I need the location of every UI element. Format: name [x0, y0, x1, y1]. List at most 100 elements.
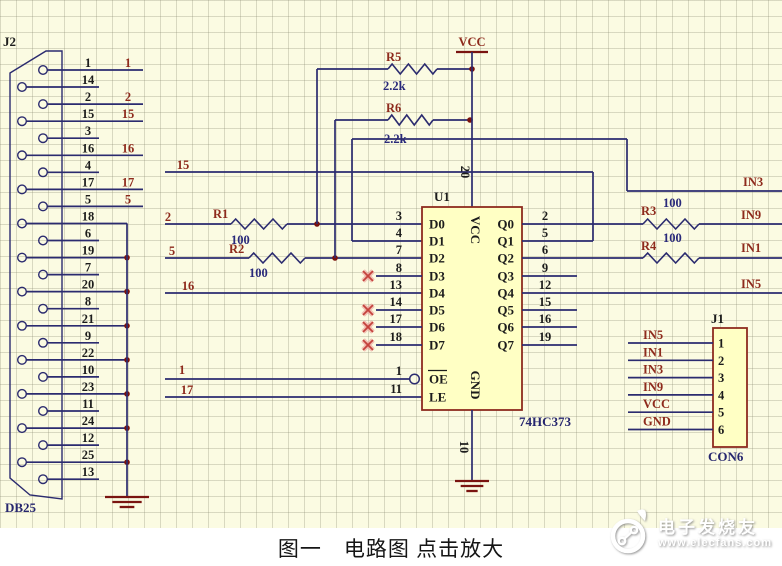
db25-pin-number: 12 — [82, 431, 95, 445]
db25-pin-circle — [38, 64, 49, 75]
j1-pin-number: 4 — [718, 388, 725, 402]
db25-pin-number: 17 — [82, 175, 95, 189]
db25-pin-circle — [38, 337, 49, 348]
db25-designator: J2 — [3, 34, 16, 49]
db25-net-label: 15 — [122, 107, 135, 121]
db25-net-label: 1 — [125, 56, 131, 70]
net-label: 2 — [165, 210, 171, 224]
u1-pin-number: 8 — [396, 261, 402, 275]
db25-pin-circle — [17, 116, 28, 127]
j1-part-label: CON6 — [708, 449, 744, 464]
no-connect-x-icon — [362, 270, 374, 282]
db25-pin-number: 19 — [82, 244, 95, 258]
u1-pin-number: 18 — [390, 330, 403, 344]
u1-pin-name: Q0 — [497, 217, 514, 232]
u1-pin-number: 17 — [390, 312, 403, 326]
db25-pin-circle — [38, 474, 49, 485]
u1-pin-name: Q7 — [497, 338, 514, 353]
db25-pin-number: 25 — [82, 448, 95, 462]
u1-vcc-rail-name: VCC — [468, 216, 483, 244]
net-label: 16 — [182, 279, 195, 293]
db25-pin-circle — [38, 235, 49, 246]
db25-outline — [9, 50, 63, 500]
resistor-ref: R4 — [641, 239, 657, 253]
db25-pin-number: 14 — [82, 73, 95, 87]
resistor-body — [387, 62, 438, 76]
db25-pin-circle — [17, 388, 28, 399]
u1-pin-name: D2 — [429, 251, 445, 266]
j1-pin-number: 3 — [718, 371, 724, 385]
resistor-body — [248, 251, 306, 265]
u1-pin-name: D1 — [429, 234, 445, 249]
db25-pin-number: 6 — [85, 227, 91, 241]
db25-pin-circle — [38, 440, 49, 451]
j1-pin-number: 1 — [718, 337, 724, 351]
resistor-ref: R2 — [229, 242, 244, 256]
u1-pin-number: 7 — [396, 243, 402, 257]
db25-pin-circle — [17, 252, 28, 263]
db25-pin-circle — [38, 133, 49, 144]
u1-pin-name: Q6 — [497, 320, 514, 335]
no-connect-x-icon — [362, 339, 374, 351]
u1-pin-name: D4 — [429, 286, 445, 301]
j1-designator: J1 — [711, 311, 724, 326]
u1-chip-body — [421, 206, 523, 411]
db25-pin-circle — [17, 150, 28, 161]
resistor-ref: R1 — [213, 207, 228, 221]
u1-pin20-number: 20 — [458, 166, 472, 179]
u1-pin-name: Q4 — [497, 286, 514, 301]
resistor-body — [642, 251, 700, 265]
u1-pin-number: 15 — [539, 295, 552, 309]
net-label: 5 — [169, 244, 175, 258]
u1-pin-name: D6 — [429, 320, 445, 335]
u1-pin-name: OE — [429, 372, 448, 387]
db25-pin-circle — [38, 371, 49, 382]
db25-pin-circle — [17, 286, 28, 297]
db25-part-label: DB25 — [5, 500, 37, 515]
j1-pin-number: 2 — [718, 354, 724, 368]
db25-pin-number: 10 — [82, 363, 95, 377]
u1-pin-number: 6 — [542, 243, 548, 257]
db25-pin-number: 24 — [82, 414, 95, 428]
db25-pin-number: 8 — [85, 295, 91, 309]
db25-pin-circle — [38, 269, 49, 280]
db25-pin-circle — [17, 457, 28, 468]
db25-pin-circle — [17, 320, 28, 331]
u1-pin-name: Q1 — [497, 234, 514, 249]
resistor-value: 100 — [249, 266, 268, 280]
db25-pin-number: 1 — [85, 56, 91, 70]
j1-net-label: VCC — [643, 397, 670, 411]
u1-pin-number: 2 — [542, 209, 548, 223]
db25-pin-number: 20 — [82, 278, 95, 292]
no-connect-x-icon — [362, 321, 374, 333]
net-label: 17 — [181, 383, 194, 397]
db25-pin-circle — [38, 201, 49, 212]
figure-caption: 图一 电路图 点击放大 — [277, 537, 505, 561]
u1-pin-name: LE — [429, 390, 446, 405]
resistor-body — [642, 217, 700, 231]
j1-pin-number: 5 — [718, 406, 724, 420]
u1-pin-name: D0 — [429, 217, 445, 232]
u1-pin-number: 19 — [539, 330, 552, 344]
resistor-ref: R3 — [641, 204, 656, 218]
db25-pin-circle — [38, 99, 49, 110]
db25-pin-number: 5 — [85, 192, 91, 206]
db25-pin-number: 2 — [85, 90, 91, 104]
u1-pin-number: 13 — [390, 278, 403, 292]
u1-pin-number: 11 — [390, 382, 402, 396]
db25-pin-circle — [17, 218, 28, 229]
u1-pin-number: 14 — [390, 295, 403, 309]
j1-net-label: IN3 — [643, 363, 663, 377]
resistor-body — [230, 217, 288, 231]
resistor-ref: R5 — [386, 50, 401, 64]
db25-net-label: 16 — [122, 141, 135, 155]
resistor-body — [387, 113, 434, 127]
resistor-ref: R6 — [386, 101, 401, 115]
db25-pin-circle — [38, 406, 49, 417]
j1-pin-number: 6 — [718, 423, 724, 437]
db25-pin-circle — [38, 167, 49, 178]
resistor-value: 100 — [663, 196, 682, 210]
